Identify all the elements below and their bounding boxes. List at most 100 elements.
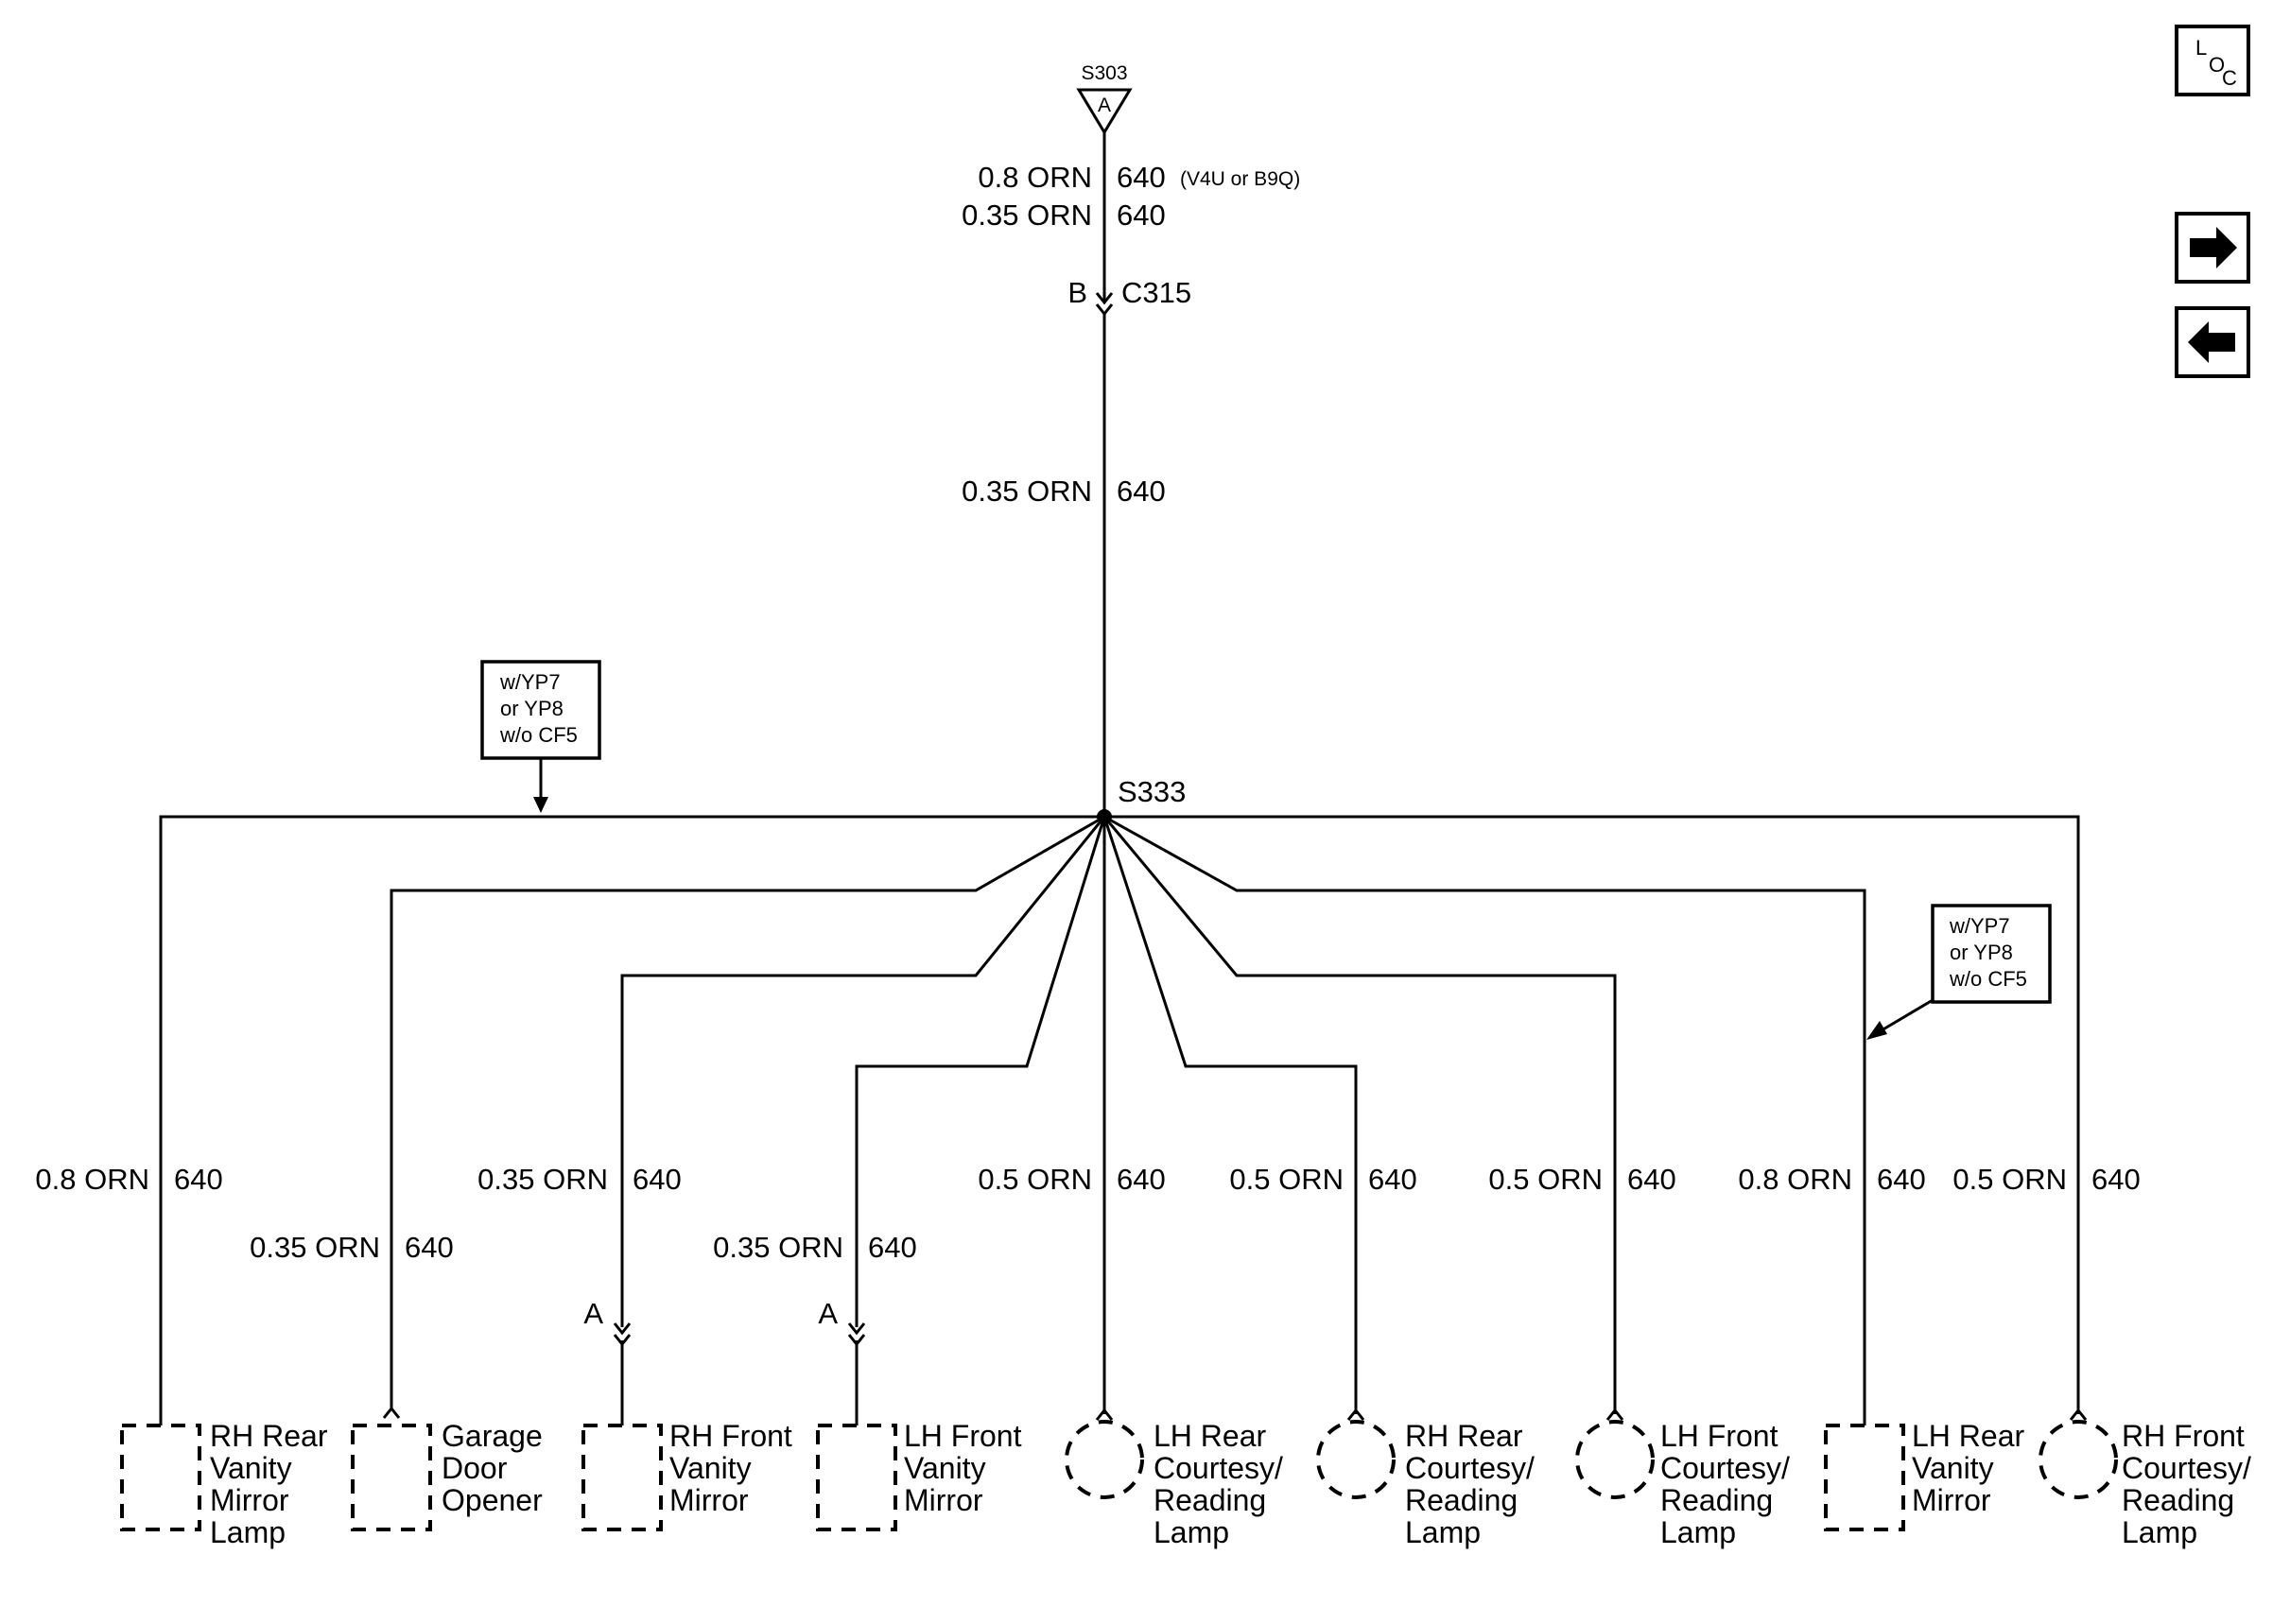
branch-wire-rh-rear-courtesy-lamp xyxy=(1102,816,1358,1414)
component-label-line: Mirror xyxy=(669,1483,749,1517)
component-label-line: Lamp xyxy=(1660,1515,1736,1549)
option-note-left: w/YP7 or YP8 w/o CF5 xyxy=(480,660,601,813)
splice-s303-pin: A xyxy=(1098,95,1111,116)
terminal-chevron xyxy=(1605,1408,1624,1421)
component-label-rh-front-vanity-mirror: RH Front Vanity Mirror xyxy=(669,1419,792,1517)
component-label-line: Vanity xyxy=(1912,1451,1994,1485)
right-arrow-icon xyxy=(2190,227,2237,268)
branch-wire-lh-front-vanity-mirror xyxy=(855,816,1106,1327)
arrow-down-icon xyxy=(533,797,548,813)
component-label-line: Courtesy/ xyxy=(1154,1451,1283,1485)
branch-gauge: 0.8 ORN xyxy=(1738,1163,1852,1196)
component-box-lh-front-vanity-mirror xyxy=(816,1424,897,1531)
component-label-line: RH Front xyxy=(669,1419,792,1453)
branch-gauge: 0.8 ORN xyxy=(35,1163,149,1196)
branch-circuit: 640 xyxy=(1877,1163,1926,1196)
component-label-line: RH Rear xyxy=(1405,1419,1523,1453)
feed-wire-circuit-2: 640 xyxy=(1117,199,1166,232)
branch-gauge: 0.5 ORN xyxy=(1952,1163,2067,1196)
loc-letter-c: C xyxy=(2222,66,2237,90)
branch-circuit: 640 xyxy=(1117,1163,1166,1196)
component-label-garage-door-opener: Garage Door Opener xyxy=(442,1419,543,1517)
inline-connector-lh-front-vanity xyxy=(847,1322,866,1347)
branch-gauge: 0.35 ORN xyxy=(713,1231,843,1264)
feed-wire-gauge-1: 0.8 ORN xyxy=(978,161,1092,194)
branch-gauge: 0.5 ORN xyxy=(978,1163,1092,1196)
option-note-right: w/YP7 or YP8 w/o CF5 xyxy=(1866,904,2052,1040)
splice-s303: S303 A xyxy=(1076,62,1133,135)
lamp-lh-front-courtesy xyxy=(1575,1420,1655,1499)
component-label-line: Lamp xyxy=(210,1515,286,1549)
component-label-line: Opener xyxy=(442,1483,543,1517)
connector-c315-pin: B xyxy=(1067,276,1087,309)
inline-connector-pin: A xyxy=(818,1297,838,1330)
branch-gauge: 0.5 ORN xyxy=(1488,1163,1603,1196)
component-label-lh-front-vanity-mirror: LH Front Vanity Mirror xyxy=(904,1419,1022,1517)
option-note-line: w/YP7 xyxy=(499,670,561,694)
component-label-line: LH Rear xyxy=(1154,1419,1267,1453)
component-label-line: Vanity xyxy=(669,1451,752,1485)
component-label-lh-front-courtesy-lamp: LH Front Courtesy/ Reading Lamp xyxy=(1660,1419,1790,1549)
branch-wire-rh-front-vanity-mirror xyxy=(620,816,1106,1327)
option-note-line: w/YP7 xyxy=(1949,914,2010,938)
component-label-line: RH Front xyxy=(2122,1419,2245,1453)
component-label-line: Vanity xyxy=(210,1451,292,1485)
component-label-line: Lamp xyxy=(2122,1515,2197,1549)
terminal-chevron xyxy=(1346,1408,1365,1421)
feed-wire-option-note: (V4U or B9Q) xyxy=(1180,168,1300,190)
splice-s333-label: S333 xyxy=(1118,775,1186,808)
component-label-line: Reading xyxy=(1405,1483,1518,1517)
connector-c315-label: C315 xyxy=(1121,276,1191,309)
branch-wire-lh-rear-vanity-mirror xyxy=(1103,815,1866,1425)
component-box-lh-rear-vanity-mirror xyxy=(1824,1424,1905,1531)
option-note-line: or YP8 xyxy=(500,697,564,720)
component-label-line: RH Rear xyxy=(210,1419,328,1453)
connector-c315: B C315 xyxy=(1067,276,1191,317)
branch-gauge: 0.35 ORN xyxy=(250,1231,380,1264)
component-label-rh-rear-vanity-mirror-lamp: RH Rear Vanity Mirror Lamp xyxy=(210,1419,328,1549)
component-label-line: Reading xyxy=(2122,1483,2234,1517)
branch-circuit: 640 xyxy=(1368,1163,1417,1196)
loc-letter-o: O xyxy=(2209,53,2225,77)
component-label-rh-front-courtesy-lamp: RH Front Courtesy/ Reading Lamp xyxy=(2122,1419,2251,1549)
left-arrow-icon xyxy=(2188,321,2235,363)
arrow-diagonal-icon xyxy=(1866,1021,1887,1040)
option-note-line: w/o CF5 xyxy=(499,723,578,747)
branch-circuit: 640 xyxy=(1627,1163,1676,1196)
component-label-line: Mirror xyxy=(904,1483,983,1517)
branch-circuit: 640 xyxy=(633,1163,682,1196)
branch-circuit: 640 xyxy=(405,1231,454,1264)
component-label-line: Courtesy/ xyxy=(1405,1451,1535,1485)
component-label-line: Reading xyxy=(1660,1483,1773,1517)
component-label-line: Reading xyxy=(1154,1483,1266,1517)
terminal-chevron xyxy=(2069,1408,2088,1421)
component-label-line: Door xyxy=(442,1451,508,1485)
component-label-line: Courtesy/ xyxy=(2122,1451,2251,1485)
terminal-chevron xyxy=(382,1406,401,1419)
inline-connector-rh-front-vanity xyxy=(613,1322,632,1347)
prev-page-button[interactable] xyxy=(2175,306,2250,378)
loc-letter-l: L xyxy=(2195,36,2207,60)
component-label-line: Garage xyxy=(442,1419,543,1453)
component-label-rh-rear-courtesy-lamp: RH Rear Courtesy/ Reading Lamp xyxy=(1405,1419,1535,1549)
branch-wire-lh-front-courtesy-lamp xyxy=(1102,816,1617,1414)
connector-c315-chevron-top xyxy=(1095,292,1114,305)
component-label-line: LH Front xyxy=(904,1419,1022,1453)
feed-wire-circuit-1: 640 xyxy=(1117,161,1166,194)
loc-button[interactable]: L O C xyxy=(2175,25,2250,96)
lamp-rh-rear-courtesy xyxy=(1316,1420,1396,1499)
component-label-line: Courtesy/ xyxy=(1660,1451,1790,1485)
branch-circuit: 640 xyxy=(2091,1163,2141,1196)
component-label-line: LH Rear xyxy=(1912,1419,2025,1453)
terminal-chevron xyxy=(1095,1408,1114,1421)
splice-s303-label: S303 xyxy=(1081,62,1127,84)
component-label-line: Mirror xyxy=(1912,1483,1991,1517)
component-box-garage-door-opener xyxy=(351,1424,432,1531)
component-label-lh-rear-courtesy-lamp: LH Rear Courtesy/ Reading Lamp xyxy=(1154,1419,1283,1549)
next-page-button[interactable] xyxy=(2175,212,2250,284)
component-label-lh-rear-vanity-mirror: LH Rear Vanity Mirror xyxy=(1912,1419,2025,1517)
loc-button-frame[interactable] xyxy=(2175,25,2250,96)
component-label-line: Lamp xyxy=(1154,1515,1229,1549)
component-label-line: Mirror xyxy=(210,1483,289,1517)
